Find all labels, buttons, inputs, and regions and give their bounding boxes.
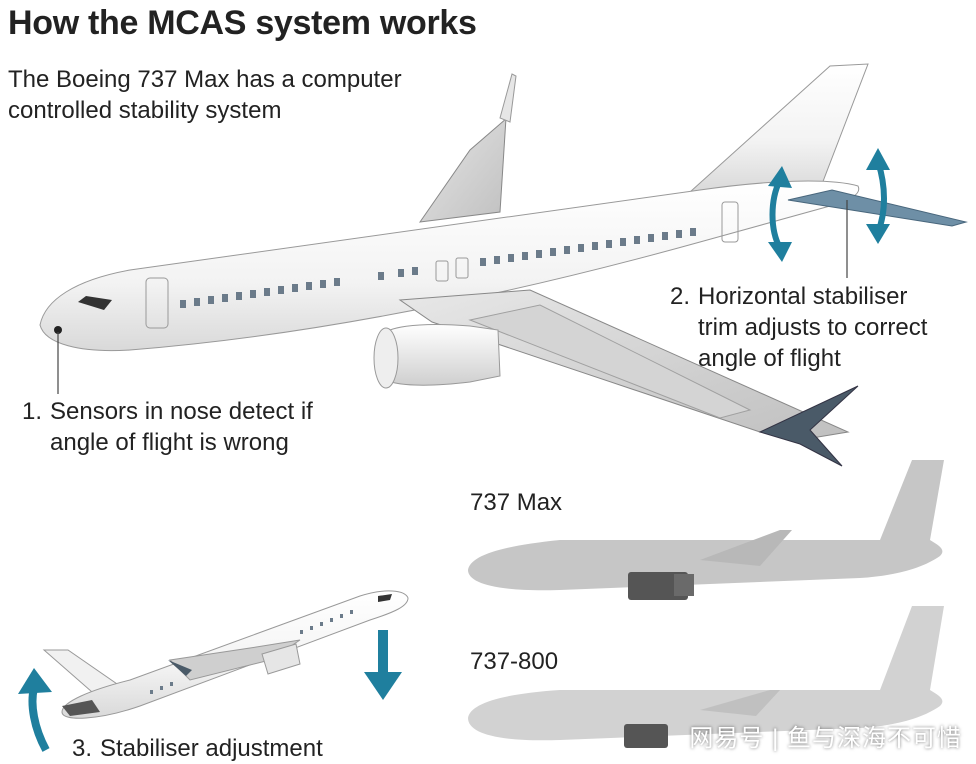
climbing-cabin-windows [150, 610, 353, 694]
diagram-subtitle: The Boeing 737 Max has a computer contro… [8, 66, 402, 124]
label-stabiliser-line2: trim adjusts to correct [698, 314, 928, 341]
near-winglet [758, 385, 859, 467]
curved-arrow-up-shaft [28, 687, 50, 752]
upper-winglet [499, 73, 517, 123]
rear-door [721, 201, 739, 243]
label-adjustment-number: 3. [72, 735, 93, 762]
arrow-down-shaft [378, 630, 388, 674]
climbing-engine [261, 643, 301, 675]
arrow-head-down [768, 242, 792, 262]
label-sensors: 1. Sensors in nose detect if angle of fli… [22, 396, 382, 458]
fuselage [39, 180, 860, 352]
over-wing-exit-1 [435, 260, 449, 282]
front-door [145, 277, 169, 329]
arrow-head-up [768, 166, 792, 188]
cockpit-windows [78, 296, 112, 310]
cabin-windows [180, 228, 696, 308]
label-737-max: 737 Max [470, 489, 563, 516]
engine-737-max [628, 572, 688, 600]
climbing-winglet [168, 660, 192, 676]
double-arrow-up-down-icon [875, 161, 887, 234]
label-stabiliser-line3: angle of flight [698, 345, 841, 372]
horizontal-stabiliser [787, 189, 968, 227]
over-wing-exit-2 [455, 257, 469, 279]
label-stabiliser-adjustment: 3. Stabiliser adjustment [72, 733, 392, 764]
silhouette-737-800 [468, 606, 944, 748]
label-adjustment-line1: Stabiliser adjustment [100, 735, 323, 762]
label-737-800: 737-800 [470, 648, 559, 675]
label-sensors-number: 1. [22, 398, 43, 425]
label-stabiliser-number: 2. [670, 283, 691, 310]
climbing-cockpit [378, 594, 392, 602]
main-aircraft [39, 63, 968, 467]
watermark: 网易号 | 鱼与深海不可惜 [689, 725, 962, 752]
arrow-up-icon [18, 668, 52, 694]
climbing-aircraft [42, 590, 409, 719]
label-stabiliser-trim: 2. Horizontal stabiliser trim adjusts to … [670, 281, 970, 374]
nose-sensor-dot [54, 326, 62, 334]
label-sensors-line1: Sensors in nose detect if [50, 398, 313, 425]
arrow-down-icon [364, 672, 402, 700]
climbing-stabiliser [62, 700, 100, 716]
diagram-title: How the MCAS system works [8, 4, 477, 42]
label-sensors-line2: angle of flight is wrong [50, 429, 289, 456]
label-stabiliser-line1: Horizontal stabiliser [698, 283, 908, 310]
near-wing-flap [468, 304, 752, 419]
silhouette-737-max [468, 460, 944, 600]
engine-737-800 [624, 724, 668, 748]
